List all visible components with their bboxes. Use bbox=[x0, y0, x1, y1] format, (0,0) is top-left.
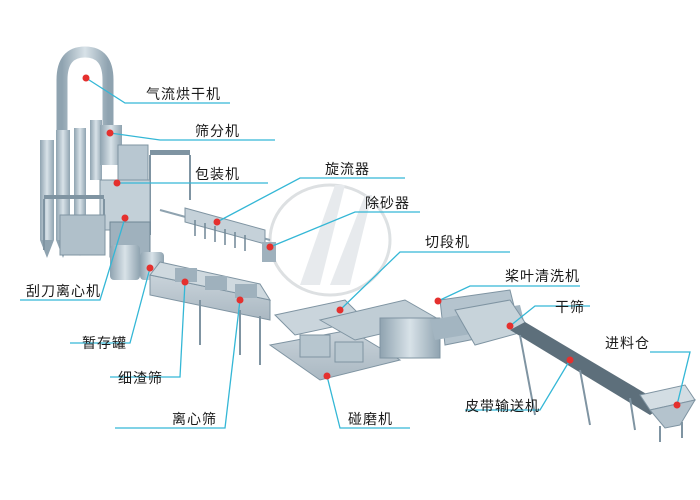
label-paddle-washer: 桨叶清洗机 bbox=[505, 269, 580, 285]
label-desander: 除砂器 bbox=[365, 196, 410, 212]
label-hydrocyclone: 旋流器 bbox=[325, 162, 370, 178]
label-cutting-machine: 切段机 bbox=[425, 235, 470, 251]
label-grinder: 碰磨机 bbox=[348, 412, 393, 428]
watermark-logo bbox=[268, 183, 392, 297]
marker-dots bbox=[82, 74, 681, 409]
label-fine-residue-screen: 细渣筛 bbox=[118, 371, 163, 387]
feed-bin-unit bbox=[639, 384, 697, 442]
grinder-unit bbox=[268, 299, 402, 381]
label-peeler-centrifuge: 刮刀离心机 bbox=[26, 284, 101, 300]
label-packing-machine: 包装机 bbox=[195, 167, 240, 183]
leader-lines bbox=[20, 77, 691, 429]
label-centrifugal-screen: 离心筛 bbox=[172, 412, 217, 428]
label-belt-conveyor: 皮带输送机 bbox=[465, 399, 540, 415]
label-air-dryer: 气流烘干机 bbox=[146, 87, 221, 103]
hydrocyclone-rack bbox=[159, 207, 276, 262]
screen-line bbox=[149, 261, 272, 365]
air-dryer-unit bbox=[40, 46, 191, 258]
label-dry-sieve: 干筛 bbox=[555, 300, 585, 316]
belt-conveyor-unit bbox=[510, 322, 665, 431]
label-sifter: 筛分机 bbox=[195, 124, 240, 140]
label-feed-bin: 进料仓 bbox=[605, 336, 650, 352]
label-storage-tank: 暂存罐 bbox=[82, 336, 127, 352]
